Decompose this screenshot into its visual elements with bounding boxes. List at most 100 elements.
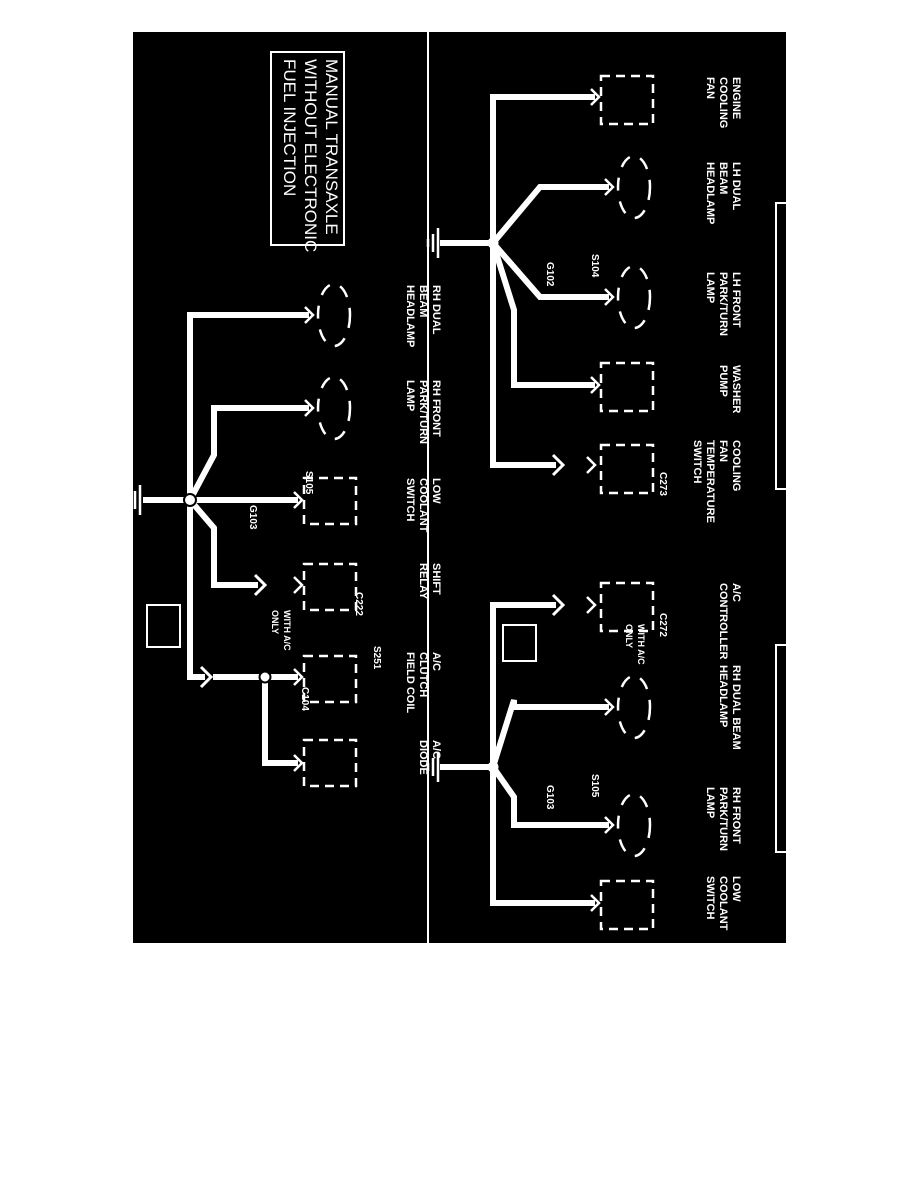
with-ac-only-box-right	[502, 624, 537, 662]
ground-g103-left-symbol	[128, 485, 142, 515]
title-box-left	[270, 51, 345, 246]
title-left-line-3: FUEL INJECTION	[280, 59, 299, 196]
label-low-coolant-right-2: COOLANT	[717, 876, 729, 931]
label-s105-left: S105	[303, 471, 314, 495]
splice-s105-right	[487, 761, 499, 773]
label-cooling-temp-2: FAN	[717, 440, 729, 462]
label-rh-dual-beam-right-2: HEADLAMP	[717, 665, 729, 727]
label-with-ac-only-left-1: WITH A/C	[282, 610, 292, 651]
label-c273: C273	[657, 472, 668, 496]
label-g103-right: G103	[544, 785, 555, 810]
label-low-coolant-left-1: LOW	[430, 478, 442, 504]
label-lh-dual-beam-3: HEADLAMP	[704, 162, 716, 224]
label-rh-dual-beam-left-2: BEAM	[417, 285, 429, 317]
label-with-ac-only-right-2: ONLY	[624, 624, 634, 648]
label-lh-dual-beam-1: LH DUAL	[730, 162, 742, 211]
wire-shift-relay	[187, 498, 258, 588]
low-coolant-switch-component-left	[293, 476, 358, 526]
label-s104: S104	[589, 254, 600, 278]
wire-rh-headlamp	[490, 699, 609, 768]
label-c222: C222	[353, 592, 364, 616]
label-lh-front-park-1: LH FRONT	[730, 272, 742, 328]
lh-dual-beam-headlamp-component	[604, 154, 652, 220]
label-rh-front-park-right-2: PARK/TURN	[717, 787, 729, 851]
label-rh-front-park-right-1: RH FRONT	[730, 787, 742, 844]
label-rh-dual-beam-left-1: RH DUAL	[430, 285, 442, 335]
label-c272: C272	[657, 613, 668, 637]
label-ac-diode-1: A/C	[430, 740, 442, 759]
label-engine-cooling-fan-2: COOLING	[717, 77, 729, 128]
label-washer-pump-2: PUMP	[717, 365, 729, 397]
rh-dual-beam-headlamp-component-right	[604, 674, 652, 740]
lh-front-park-turn-lamp-component	[604, 264, 652, 330]
label-ac-diode-2: DIODE	[417, 740, 429, 775]
title-b-line-2: WITHOUT ELECTRONIC	[806, 653, 825, 846]
low-coolant-switch-component-right	[590, 879, 655, 931]
wire-washer-pump	[490, 242, 595, 388]
label-rh-dual-beam-left-3: HEADLAMP	[404, 285, 416, 347]
rotated-text-layer: AUTOMATIC/MANUAL TRANSAXLE WITHOUT ELECT…	[247, 51, 850, 931]
wire-rh-park-turn-left	[187, 405, 309, 502]
title-box-a	[775, 202, 850, 490]
wire-lh-park-turn	[490, 241, 609, 300]
title-left-line-2: WITHOUT ELECTRONIC	[301, 59, 320, 252]
label-cooling-temp-3: TEMPERATURE	[704, 440, 716, 523]
label-rh-front-park-left-1: RH FRONT	[430, 380, 442, 437]
label-ac-controller-1: A/C	[730, 583, 742, 602]
label-rh-front-park-left-2: PARK/TURN	[417, 380, 429, 444]
wire-ac-branch	[187, 500, 205, 680]
label-low-coolant-right-3: SWITCH	[704, 876, 716, 919]
ground-g102-symbol	[426, 228, 440, 258]
label-shift-relay-2: RELAY	[417, 563, 429, 600]
label-with-ac-only-left-2: ONLY	[270, 610, 280, 634]
wire-lh-headlamp	[490, 184, 609, 245]
cooling-fan-temperature-switch-component	[551, 443, 655, 495]
diagram-background	[133, 32, 786, 943]
washer-pump-component	[590, 361, 655, 413]
rh-front-park-turn-lamp-component-left	[304, 375, 352, 441]
label-low-coolant-right-1: LOW	[730, 876, 742, 902]
label-with-ac-only-right-1: WITH A/C	[636, 624, 646, 665]
rh-dual-beam-headlamp-component-left	[304, 282, 352, 348]
splice-s251	[258, 670, 272, 684]
label-ac-clutch-3: FIELD COIL	[404, 652, 416, 713]
label-rh-front-park-right-3: LAMP	[704, 787, 716, 818]
engine-cooling-fan-component	[590, 74, 655, 126]
label-ac-clutch-1: A/C	[430, 652, 442, 671]
label-lh-front-park-2: PARK/TURN	[717, 272, 729, 336]
circuit-s105-right	[440, 602, 609, 906]
label-low-coolant-left-2: COOLANT	[417, 478, 429, 533]
label-washer-pump-1: WASHER	[730, 365, 742, 413]
title-a-line-3: INJECTION	[785, 210, 804, 300]
wire-cooling-temp-switch	[490, 243, 556, 468]
wire-rh-park-turn	[490, 765, 609, 828]
title-b-line-3: FUEL INJECTION	[785, 653, 804, 790]
connector-c222-symbol	[253, 573, 268, 597]
label-c104: C104	[299, 687, 310, 711]
ac-clutch-field-coil-component	[293, 654, 358, 704]
label-engine-cooling-fan-3: FAN	[704, 77, 716, 99]
wire-engine-cooling-fan	[490, 94, 595, 243]
circuit-s105-left	[143, 312, 309, 766]
rh-front-park-turn-lamp-component-right	[604, 792, 652, 858]
label-lh-dual-beam-2: BEAM	[717, 162, 729, 194]
label-cooling-temp-1: COOLING	[730, 440, 742, 491]
label-rh-front-park-left-3: LAMP	[404, 380, 416, 411]
title-b-line-1: AUTOMATIC TRANSAXLE	[827, 653, 846, 857]
with-ac-only-box-left	[146, 604, 181, 648]
connector-c104-symbol	[199, 665, 214, 689]
wire-ac-diode	[262, 677, 298, 766]
label-s105-right: S105	[589, 774, 600, 798]
label-low-coolant-left-3: SWITCH	[404, 478, 416, 521]
wire-rh-headlamp-left	[187, 312, 309, 500]
wire-low-coolant	[490, 767, 595, 906]
label-lh-front-park-3: LAMP	[704, 272, 716, 303]
shift-relay-component	[293, 562, 358, 612]
label-cooling-temp-4: SWITCH	[691, 440, 703, 483]
splice-s104	[487, 237, 499, 249]
ac-diode-component	[293, 738, 358, 788]
label-engine-cooling-fan-1: ENGINE	[730, 77, 742, 119]
title-a-line-1: AUTOMATIC/MANUAL TRANSAXLE	[827, 210, 846, 489]
title-a-line-2: WITHOUT ELECTRONIC FUEL	[806, 210, 825, 451]
